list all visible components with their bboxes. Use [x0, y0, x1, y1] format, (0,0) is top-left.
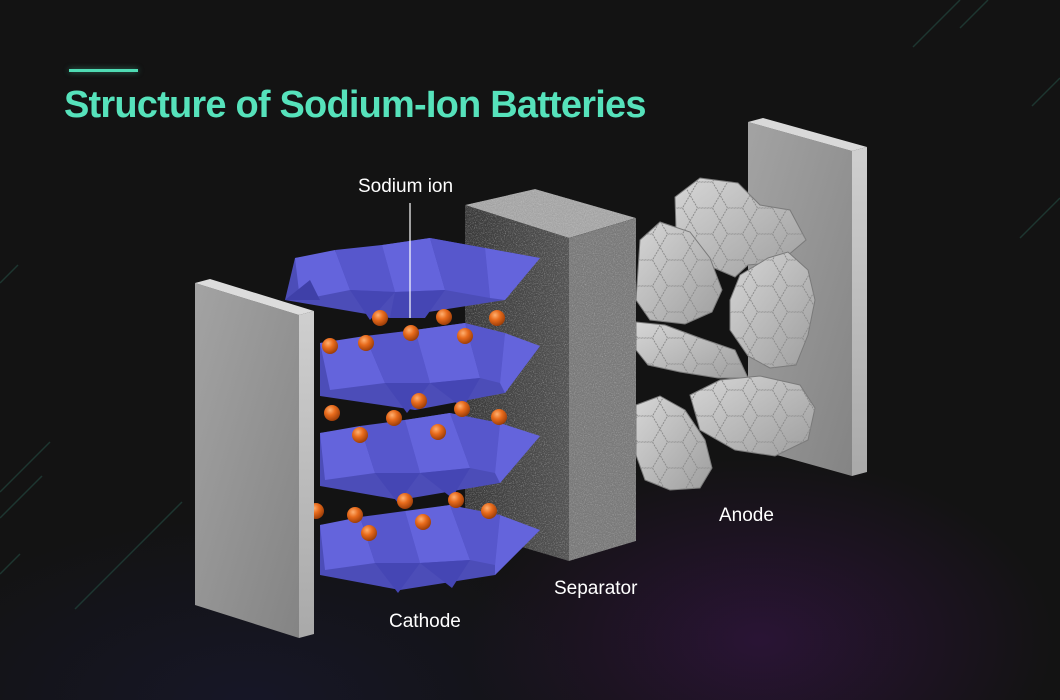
cathode-layer-4	[320, 505, 540, 593]
label-sodium-ion: Sodium ion	[358, 176, 454, 197]
sodium-ions	[308, 309, 507, 541]
decorative-streaks	[0, 0, 1060, 610]
cathode-layer-1	[285, 238, 540, 320]
cathode-layer-3	[320, 413, 540, 503]
label-cathode: Cathode	[389, 611, 461, 632]
label-separator: Separator	[554, 578, 638, 599]
cathode-layers	[285, 238, 540, 593]
title-accent-bar	[69, 69, 138, 72]
cathode-layer-2	[320, 323, 540, 413]
label-anode: Anode	[719, 505, 774, 526]
page-title: Structure of Sodium-Ion Batteries	[64, 84, 646, 126]
cathode-current-collector	[195, 279, 314, 638]
anode-graphene-sheets	[635, 177, 816, 491]
